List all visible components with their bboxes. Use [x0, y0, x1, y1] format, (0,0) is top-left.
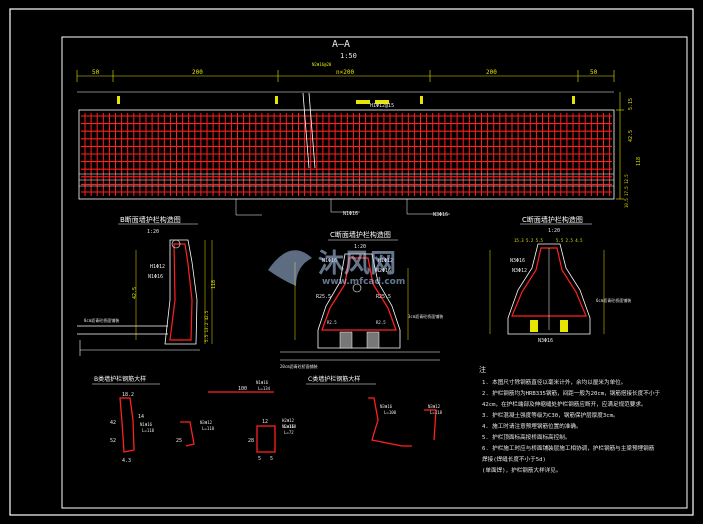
view-b-scale: 1:20	[147, 229, 159, 235]
view-b-detail-label-9: 25	[176, 438, 182, 444]
view-c: C断面墙护栏构造图 1:20 N1Φ16 H1Φ12 N2Φ16 R25.5 R…	[280, 230, 443, 369]
note-line-0: 1. 本图尺寸除钢筋直径以毫米计外，余均以厘米为单位。	[482, 378, 626, 386]
view-c-label-3: R25.5	[316, 294, 331, 300]
view-c-detail-label-3: 12	[262, 419, 268, 425]
view-b-detail-title: B类墙护栏钢筋大样	[94, 375, 146, 383]
view-b-title: B断面墙护栏构造图	[120, 215, 181, 224]
view-c-label-4: R25.5	[376, 294, 391, 300]
view-c-label-7: 20cm沥青砼桥面铺装	[280, 363, 318, 369]
view-c-detail-label-9: N3Φ16	[380, 404, 393, 409]
watermark-url: www.mfcad.com	[322, 277, 405, 287]
notes-header: 注	[479, 365, 486, 374]
anchor-marks	[117, 96, 575, 104]
view-c-detail-label-6: 5	[270, 456, 273, 462]
view-c-label-6: R2.5	[376, 320, 386, 325]
dim-right-1: 42.5	[628, 130, 634, 142]
note-line-4: 4. 施工时请注意预埋钢筋位置的准确。	[482, 422, 582, 430]
dim-top-0: 50	[92, 69, 100, 76]
inner-border	[61, 36, 688, 509]
view-b-label-1: N1Φ16	[148, 274, 163, 280]
rebar-grid	[79, 113, 614, 196]
section-scale: 1:50	[340, 52, 357, 60]
view-c-label-0: N1Φ16	[322, 258, 337, 264]
view-c-detail-title: C类墙护栏钢筋大样	[308, 375, 360, 383]
view-c2-scale: 1:20	[548, 228, 560, 234]
dim-right-3: 10.5 17.5 12.5	[624, 174, 629, 208]
note-line-6: 6. 护栏施工时应与桥面铺装层施工相协调，护栏钢筋与主梁预埋钢筋	[482, 444, 655, 452]
view-c2-label-5: 6cm沥青砼桥面铺装	[596, 297, 631, 303]
view-b-detail-label-5: N1Φ16	[140, 422, 153, 427]
note-line-2: 42cm，在护栏端部及伸缩缝处护栏钢筋应断开，应满足规范要求。	[482, 400, 647, 408]
watermark: 沐风网 www.mfcad.com	[268, 249, 405, 287]
view-b-label-4: 118	[211, 280, 217, 289]
dim-top-4: 50	[590, 69, 598, 76]
view-c-detail-label-1: N1Φ16	[256, 380, 269, 385]
view-b-detail: B类墙护栏钢筋大样 18.2 42 52 4.3 14 N1Φ16 L=118 …	[92, 375, 297, 464]
view-c2-label-4: N3Φ16	[538, 338, 553, 344]
view-c2-label-2: N3Φ16	[510, 258, 525, 264]
view-c2-title: C断面墙护栏构造图	[522, 215, 583, 224]
view-c-detail-label-8: L=72	[284, 430, 294, 435]
view-b-label-2: 8cm沥青砼桥面铺装	[84, 317, 119, 323]
view-b-detail-label-10: H2Φ12	[282, 418, 295, 423]
outer-border	[9, 8, 694, 516]
view-c2-label-0: 15.3 5.2 5.5	[514, 238, 543, 243]
view-c2-label-3: N3Φ12	[512, 268, 527, 274]
view-c-label-1: H1Φ12	[378, 258, 393, 264]
view-b-detail-label-4: 14	[138, 414, 144, 420]
view-b-detail-label-8: L=118	[202, 426, 215, 431]
view-c-detail-label-4: 28	[248, 438, 254, 444]
top-rebar-note: N2Φ16@20	[312, 62, 332, 67]
view-c-detail-label-7: N2Φ16	[282, 424, 295, 429]
view-c-detail-label-5: 5	[258, 456, 261, 462]
view-b-label-5: 5.5 13.2 42.5	[204, 310, 209, 342]
note-line-5: 5. 护栏顶面标高按桥面标高控制。	[482, 433, 570, 441]
watermark-logo-icon	[268, 250, 312, 286]
note-line-7: 焊接(焊缝长度不小于5d)	[482, 455, 546, 463]
note-line-8: (单面焊)，护栏钢筋大样详见。	[482, 466, 561, 474]
view-c-scale: 1:20	[354, 244, 366, 250]
view-c-detail-label-12: L=118	[430, 410, 443, 415]
view-c2: C断面墙护栏构造图 1:20 15.3 5.2 5.5 5.5 2.5 4.5 …	[489, 215, 631, 344]
label-n1: N1Φ16	[343, 211, 358, 217]
view-c-detail: C类墙护栏钢筋大样 100 N1Φ16 L=134 12 28 5 5 N2Φ1…	[208, 375, 443, 462]
label-h1: H1Φ12@15	[370, 103, 394, 109]
view-b-label-3: 42.5	[132, 287, 138, 299]
view-c-label-2: N2Φ16	[376, 268, 391, 274]
view-b-detail-label-2: 52	[110, 438, 116, 444]
section-title: A—A	[332, 39, 350, 50]
watermark-brand: 沐风网	[318, 249, 396, 279]
view-c-title: C断面墙护栏构造图	[330, 230, 391, 239]
view-c-detail-label-2: L=134	[258, 386, 271, 391]
view-b-label-0: H1Φ12	[150, 264, 165, 270]
view-c2-label-1: 5.5 2.5 4.5	[556, 238, 583, 243]
view-c-detail-label-0: 100	[238, 386, 247, 392]
view-b-detail-label-6: L=118	[142, 428, 155, 433]
view-b-detail-label-11: L=118	[284, 424, 297, 429]
view-c-detail-label-11: N3Φ12	[428, 404, 441, 409]
dim-right-0: 5.15	[628, 98, 634, 110]
view-c-label-8: 3cm沥青砼桥面铺装	[408, 313, 443, 319]
dim-top-2: n×200	[336, 69, 354, 76]
note-line-3: 3. 护栏混凝土强度等级为C30，钢筋保护层厚度3cm。	[482, 411, 619, 419]
dim-top-3: 200	[486, 69, 497, 76]
elevation-view: H1Φ12@15 N1Φ16 N3Φ16 5.15 42.5 118 10.5 …	[77, 91, 642, 218]
view-c-label-5: R2.5	[327, 320, 337, 325]
view-b: B断面墙护栏构造图 1:20 H1Φ12 N1Φ16 8cm沥青砼桥面铺装 42…	[77, 215, 217, 356]
dim-right-2: 118	[636, 157, 642, 166]
view-b-detail-label-3: 4.3	[122, 458, 131, 464]
view-c-detail-label-10: L=100	[384, 410, 397, 415]
top-dimensions: 50 200 n×200 200 50 N2Φ16@20	[76, 62, 615, 82]
label-n3: N3Φ16	[433, 212, 448, 218]
dim-top-1: 200	[192, 69, 203, 76]
view-b-detail-label-7: N3Φ12	[200, 420, 213, 425]
notes: 注 1. 本图尺寸除钢筋直径以毫米计外，余均以厘米为单位。 2. 护栏钢筋均为H…	[479, 365, 660, 474]
view-b-detail-label-1: 42	[110, 420, 116, 426]
note-line-1: 2. 护栏钢筋均为HRB335钢筋，间距一般为20cm，钢筋搭接长度不小于	[482, 389, 660, 397]
view-b-detail-label-0: 18.2	[122, 392, 134, 398]
